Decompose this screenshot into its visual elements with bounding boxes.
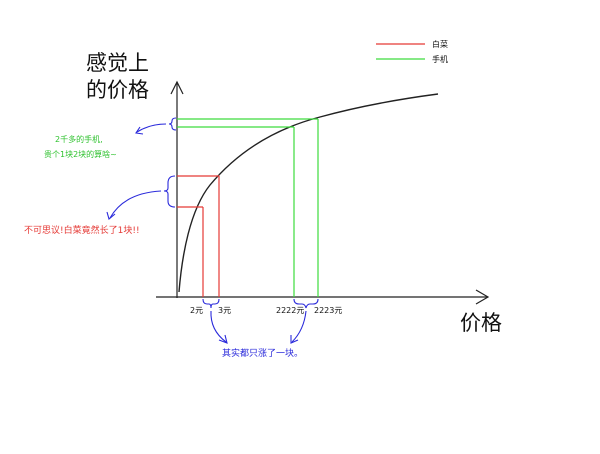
- phone-guides: [177, 118, 319, 297]
- tick-label-2223: 2223元: [314, 306, 342, 315]
- perceived-price-curve: [178, 93, 439, 293]
- cabbage-x-bracket: [202, 298, 220, 309]
- cabbage-note-arrow: [106, 190, 162, 220]
- bottom-note-arrow-right: [290, 310, 307, 344]
- bottom-note-arrow-left: [210, 310, 228, 344]
- phone-note-line1: 2千多的手机,: [55, 134, 103, 144]
- cabbage-y-bracket: [163, 175, 176, 208]
- cabbage-note: 不可思议!白菜竟然长了1块!!: [24, 224, 140, 236]
- tick-label-2: 2元: [190, 306, 203, 315]
- y-axis-arrowhead: [170, 80, 184, 95]
- phone-note-arrow: [135, 123, 167, 135]
- phone-note-line2: 贵个1块2块的算啥~: [44, 149, 117, 159]
- tick-label-2222: 2222元: [276, 306, 304, 315]
- legend-label-cabbage: 白菜: [432, 39, 448, 49]
- x-axis-label: 价格: [460, 311, 502, 335]
- x-axis-arrowhead: [475, 289, 490, 305]
- phone-x-bracket: [293, 298, 319, 309]
- legend-label-phone: 手机: [432, 54, 448, 64]
- bottom-note: 其实都只涨了一块。: [222, 347, 303, 359]
- legend: 白菜 手机: [376, 39, 448, 64]
- cabbage-guides: [177, 175, 220, 297]
- phone-y-bracket: [168, 117, 177, 131]
- tick-label-3: 3元: [218, 306, 231, 315]
- y-axis-label-line1: 感觉上: [86, 51, 149, 75]
- y-axis-label-line2: 的价格: [86, 78, 149, 102]
